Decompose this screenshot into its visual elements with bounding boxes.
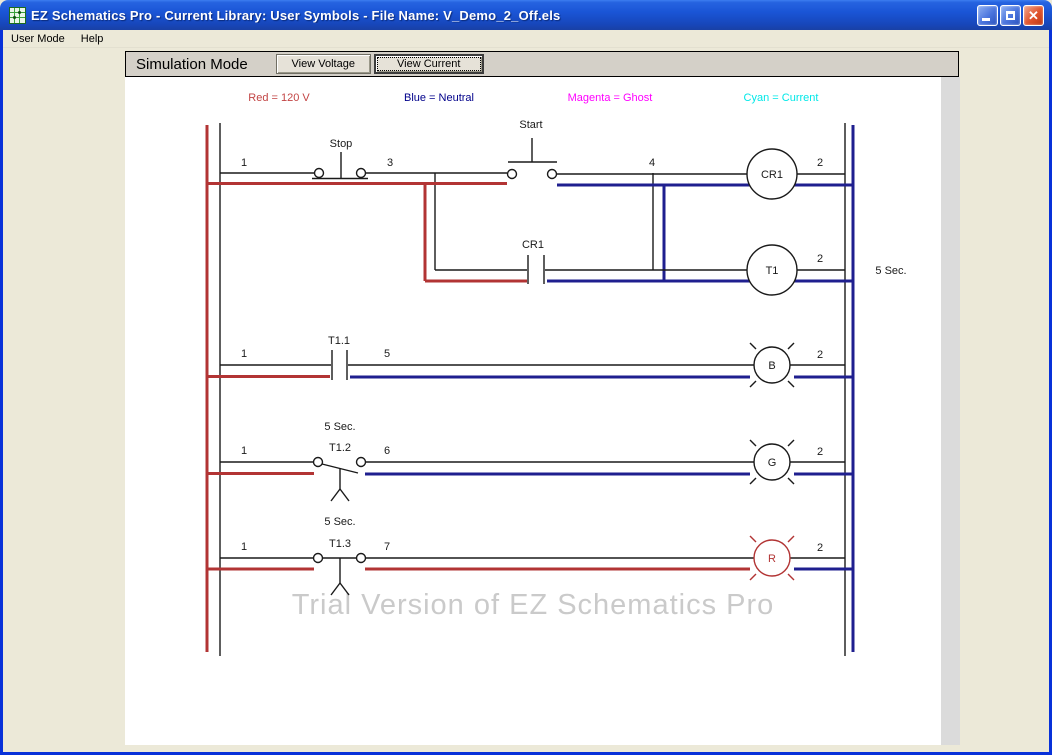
menu-help[interactable]: Help [80,32,104,45]
simulation-toolbar: Simulation Mode View Voltage View Curren… [125,51,959,77]
schematic-canvas[interactable] [125,77,941,745]
maximize-icon [1006,10,1015,20]
workspace: Simulation Mode View Voltage View Curren… [3,48,1049,752]
window-title: EZ Schematics Pro - Current Library: Use… [31,7,561,23]
close-button[interactable]: ✕ [1023,4,1044,26]
maximize-button[interactable] [1000,4,1021,26]
menu-user-mode[interactable]: User Mode [11,32,65,45]
menu-bar: User Mode Help [3,30,1049,48]
view-current-button[interactable]: View Current [373,54,484,74]
minimize-button[interactable] [977,4,998,26]
view-voltage-button[interactable]: View Voltage [275,54,371,74]
minimize-icon [982,17,990,21]
title-bar: EZ Schematics Pro - Current Library: Use… [0,0,1052,30]
simulation-mode-label: Simulation Mode [136,55,248,73]
window-border-right [1049,30,1052,755]
window-border-bottom [0,752,1052,755]
canvas-right-margin [941,77,960,745]
app-icon [9,6,26,24]
window-border-left [0,30,3,755]
close-icon: ✕ [1028,7,1039,23]
